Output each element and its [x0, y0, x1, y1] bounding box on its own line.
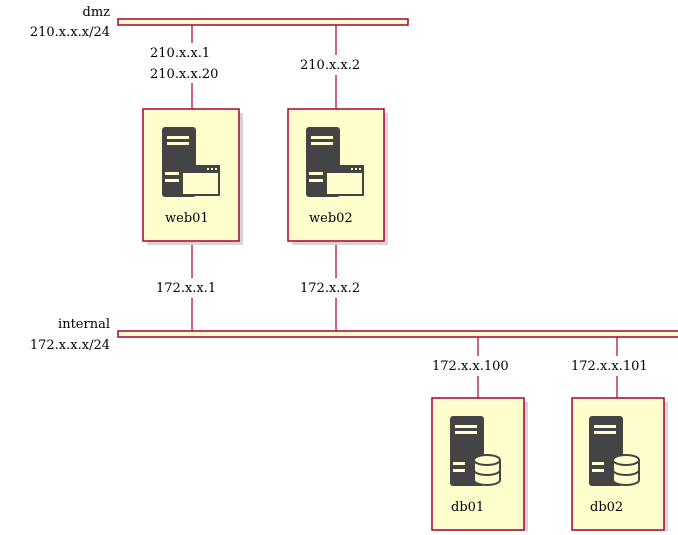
- node-label-web02: web02: [309, 211, 353, 226]
- network-bus-internal: [117, 330, 678, 338]
- links: [191, 25, 618, 399]
- address-web02-internal: 172.x.x.2: [300, 281, 360, 296]
- address-web01-internal: 172.x.x.1: [156, 281, 216, 296]
- address-db01-internal: 172.x.x.100: [432, 359, 509, 374]
- node-label-web01: web01: [165, 211, 209, 226]
- address-db02-internal: 172.x.x.101: [571, 359, 648, 374]
- node-label-db02: db02: [590, 500, 623, 515]
- network-cidr-dmz: 210.x.x.x/24: [30, 25, 110, 40]
- node-label-db01: db01: [451, 500, 484, 515]
- node-web02: web02: [287, 108, 388, 245]
- database-server-icon: [450, 416, 501, 486]
- network-name-internal: internal: [58, 317, 110, 332]
- network-bus-dmz: [117, 18, 409, 26]
- network-internal: internal 172.x.x.x/24: [30, 317, 678, 353]
- address-web01-dmz-2: 210.x.x.20: [150, 67, 218, 82]
- address-web01-dmz-1: 210.x.x.1: [150, 46, 210, 61]
- node-db02: db02: [571, 397, 668, 534]
- network-dmz: dmz 210.x.x.x/24: [30, 5, 409, 40]
- address-web02-dmz: 210.x.x.2: [300, 58, 360, 73]
- web-server-icon: [306, 127, 364, 197]
- web-server-icon: [162, 127, 220, 197]
- database-server-icon: [589, 416, 640, 486]
- node-db01: db01: [431, 397, 528, 534]
- node-web01: web01: [142, 108, 243, 245]
- network-cidr-internal: 172.x.x.x/24: [30, 338, 110, 353]
- address-labels: 210.x.x.1 210.x.x.20 210.x.x.2 172.x.x.1…: [150, 43, 663, 376]
- network-name-dmz: dmz: [83, 5, 111, 20]
